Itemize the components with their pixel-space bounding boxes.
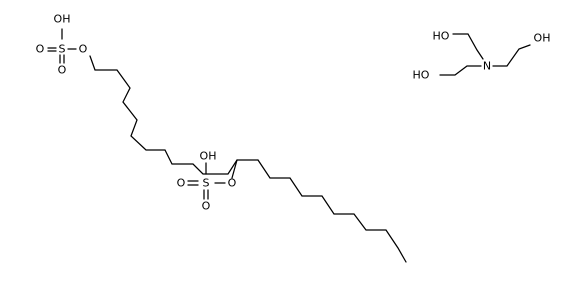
oxygen-label-mid-left: O (177, 177, 186, 190)
hydroxyl-label-right-left: HO (413, 69, 430, 82)
sulfate-group-top: OH S O O O (36, 13, 88, 77)
hydroxyl-label-right-top: HO (433, 30, 450, 43)
hydroxyl-label-right-right: OH (534, 32, 551, 45)
oxygen-label-top-bottom: O (58, 64, 67, 77)
nitrogen-label: N (483, 60, 491, 73)
carbon-chain-main (89, 55, 259, 175)
oxygen-link-label-mid: O (228, 177, 237, 190)
oxygen-label-mid-bottom: O (202, 200, 211, 213)
hydroxyl-label-mid: OH (200, 150, 217, 163)
bond-c-o-link-mid (231, 159, 238, 179)
sulfate-group-middle: OH S O O O (177, 150, 238, 213)
arm-top (452, 33, 484, 60)
hydroxyl-label-top: OH (54, 13, 71, 26)
sulfur-label-top: S (59, 43, 66, 56)
oxygen-link-label-top: O (79, 43, 88, 56)
arm-right (492, 44, 531, 67)
arm-left (439, 65, 482, 76)
triethanolamine: N HO HO OH (413, 30, 551, 82)
carbon-chain-tail (257, 159, 407, 263)
sulfur-label-mid: S (203, 177, 210, 190)
oxygen-label-top-left: O (36, 43, 45, 56)
